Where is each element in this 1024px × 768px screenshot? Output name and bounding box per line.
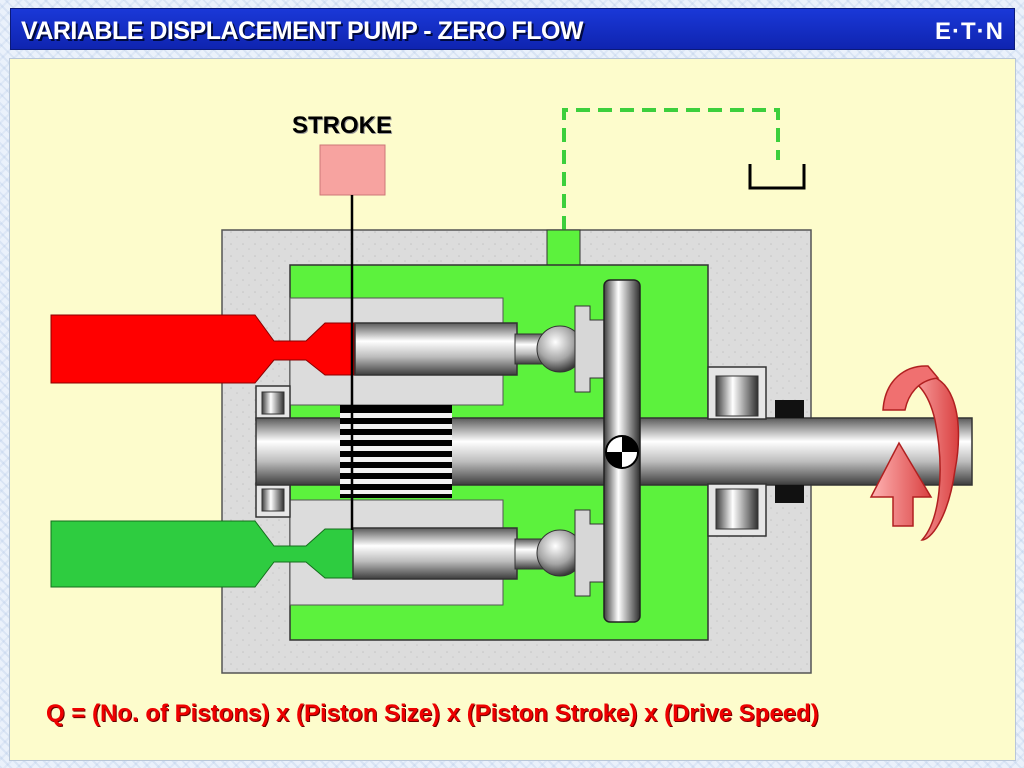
pressure-port	[50, 314, 355, 384]
center-mark-icon	[605, 435, 639, 469]
eaton-logo: E·T·N	[935, 18, 1004, 45]
case-drain-line	[562, 108, 780, 230]
piston-lower	[352, 527, 518, 580]
shaft-seal-bottom	[775, 485, 804, 503]
stroke-label: STROKE	[292, 112, 393, 139]
slide-title: VARIABLE DISPLACEMENT PUMP - ZERO FLOW	[21, 17, 584, 45]
flow-formula: Q = (No. of Pistons) x (Piston Size) x (…	[46, 700, 819, 727]
shaft-splines	[340, 405, 452, 498]
stroke-control-block	[319, 144, 386, 196]
reservoir-symbol	[748, 164, 806, 190]
shaft-seal-top	[775, 400, 804, 418]
rotation-arrow-icon	[869, 365, 960, 541]
drain-port	[546, 229, 581, 266]
piston-upper	[354, 322, 518, 376]
title-bar: VARIABLE DISPLACEMENT PUMP - ZERO FLOW E…	[10, 8, 1015, 50]
